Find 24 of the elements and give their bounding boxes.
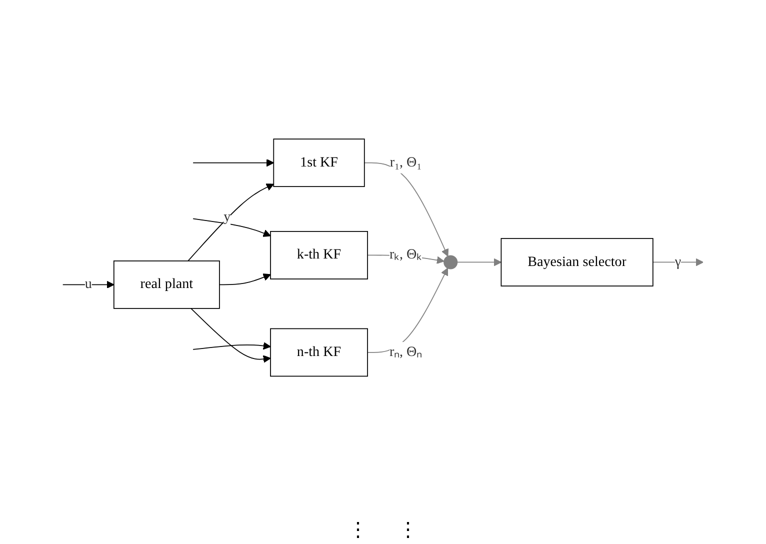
- arrow: [192, 218, 271, 237]
- arrow: [219, 273, 271, 285]
- edge-label: γ: [674, 254, 682, 270]
- arrow: [62, 280, 114, 288]
- arrow: [190, 308, 271, 363]
- node-box: Bayesian selector: [500, 238, 654, 286]
- edge-label: rₖ, Θₖ: [390, 247, 422, 262]
- edge-label: r₁, Θ₁: [390, 154, 422, 170]
- node-box: 1st KF: [273, 138, 365, 187]
- edge-label: u: [84, 276, 92, 292]
- ellipsis-mark: ⋮: [348, 518, 368, 542]
- arrow: [188, 183, 274, 262]
- arrow: [456, 258, 502, 266]
- edge-label: rₙ, Θₙ: [390, 344, 422, 360]
- ellipsis-mark: ⋮: [398, 518, 418, 542]
- arrow: [364, 162, 449, 256]
- node-box: k-th KF: [270, 230, 368, 280]
- arrow: [192, 342, 271, 350]
- arrow: [652, 258, 704, 266]
- arrow: [192, 158, 274, 167]
- node-box: n-th KF: [270, 328, 368, 377]
- node-circle: [444, 255, 458, 270]
- edge-label: y: [224, 209, 231, 224]
- node-box: real plant: [113, 260, 220, 309]
